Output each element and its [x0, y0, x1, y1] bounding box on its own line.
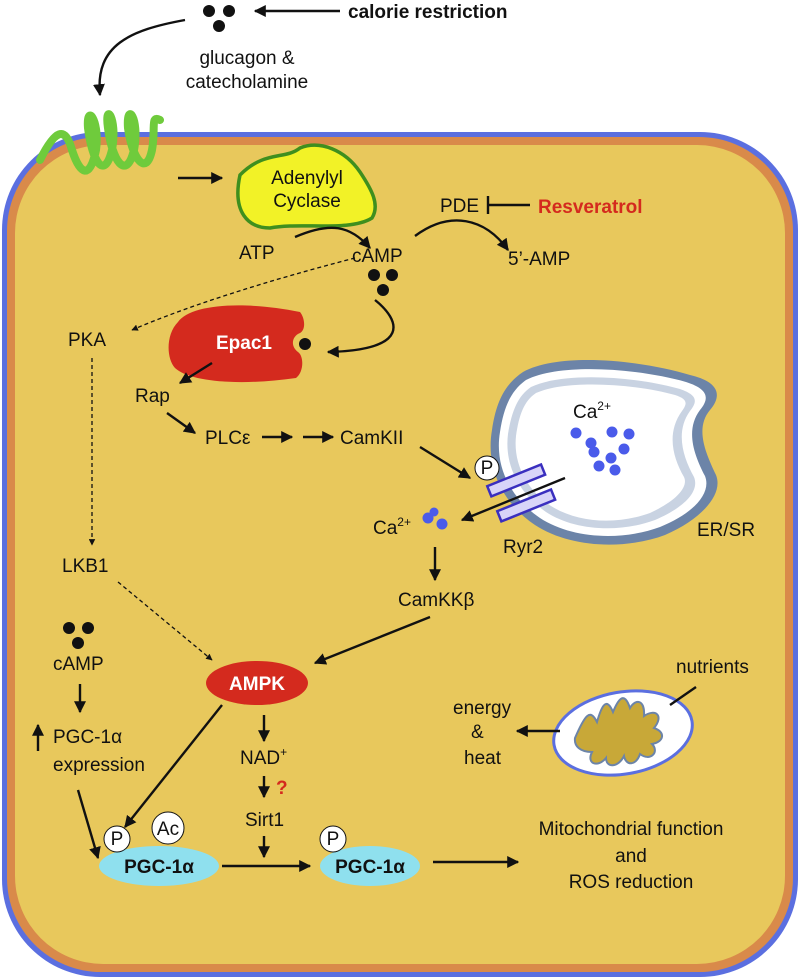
camp-left-label: cAMP [53, 654, 104, 675]
lkb1-label: LKB1 [62, 556, 108, 577]
pgc1a-right-shape [320, 846, 420, 886]
rap-label: Rap [135, 386, 170, 407]
heat-label: heat [464, 748, 502, 769]
camp-left-dots [63, 622, 94, 649]
er-sr-label: ER/SR [697, 520, 755, 541]
hormone-label-line1: glucagon & [199, 48, 294, 69]
adenylyl-cyclase-label-line2: Cyclase [273, 191, 341, 212]
ryr2-phospho-circle [474, 455, 500, 481]
plc-label: PLCε [205, 428, 251, 449]
pgc1a-right-label: PGC-1α [335, 857, 405, 878]
energy-label: energy [453, 698, 512, 719]
camkii-label: CamKII [340, 428, 403, 449]
cytosolic-calcium-label: Ca2+ [373, 515, 411, 539]
pgc1a-left-phospho-circle [103, 825, 131, 853]
adenylyl-cyclase-label-line1: Adenylyl [271, 168, 343, 189]
adenylyl-cyclase-shape [236, 143, 377, 230]
epac1-shape [168, 305, 305, 383]
atp-label: ATP [239, 243, 275, 264]
pgc1a-left-phospho-label: P [111, 829, 124, 850]
mitochondrion [552, 689, 694, 777]
mito-label-line1: Mitochondrial function [539, 819, 724, 840]
pgc-expression-label-line1: PGC-1α [53, 727, 122, 748]
ampk-shape [206, 661, 308, 705]
ryr2-channel [485, 462, 557, 524]
cell-cytoplasm [15, 145, 785, 964]
pgc1a-right-phospho-circle [319, 825, 347, 853]
nad-label: NAD+ [240, 745, 287, 769]
pgc1a-left-shape [99, 846, 219, 886]
question-mark: ? [276, 778, 288, 799]
epac1-label: Epac1 [216, 333, 272, 354]
sirt1-label: Sirt1 [245, 810, 284, 831]
er-sr [490, 360, 718, 545]
ryr2-phospho-label: P [481, 458, 494, 479]
pgc1a-acetyl-label: Ac [157, 819, 179, 840]
pgc1a-right-phospho-label: P [327, 829, 340, 850]
ampk-label: AMPK [229, 674, 285, 695]
camp-label: cAMP [352, 246, 403, 267]
pgc1a-left-label: PGC-1α [124, 857, 194, 878]
arrows [32, 5, 697, 872]
pgc1a-acetyl-circle [151, 811, 185, 845]
nutrients-label: nutrients [676, 657, 749, 678]
energy-and-label: & [471, 722, 484, 743]
resveratrol-label: Resveratrol [538, 197, 643, 218]
pde-label: PDE [440, 196, 479, 217]
mito-label-line2: and [615, 846, 647, 867]
pka-label: PKA [68, 330, 106, 351]
calorie-restriction-label: calorie restriction [348, 2, 507, 23]
camkk-label: CamKKβ [398, 590, 474, 611]
hormone-dots [203, 5, 235, 32]
er-calcium-label: Ca2+ [573, 399, 611, 423]
ryr2-label: Ryr2 [503, 537, 543, 558]
hormone-label-line2: catecholamine [186, 72, 309, 93]
cytosolic-calcium-ions [422, 507, 448, 530]
five-amp-label: 5’-AMP [508, 249, 570, 270]
pgc-expression-label-line2: expression [53, 755, 145, 776]
receptor [36, 110, 164, 175]
camp-dots [368, 269, 398, 296]
mito-label-line3: ROS reduction [569, 872, 694, 893]
er-calcium-ions [570, 426, 635, 476]
camp-bound-dot [299, 338, 311, 350]
